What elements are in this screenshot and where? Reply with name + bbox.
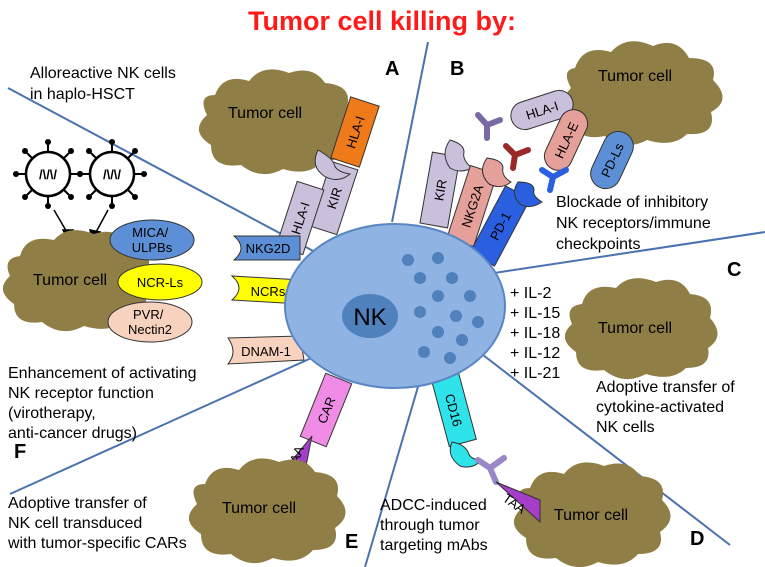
virus-2: /\/\/ bbox=[76, 138, 148, 210]
virus-2-glyph: /\/\/ bbox=[103, 167, 121, 182]
ncr-ls: NCR-Ls bbox=[117, 263, 203, 301]
divider-c-d bbox=[469, 344, 731, 546]
car-receptor: CAR bbox=[299, 372, 353, 448]
tumor-cell-c-label: Tumor cell bbox=[598, 320, 672, 337]
nkg2a-receptor: NKG2A bbox=[446, 164, 498, 248]
panel-b: B Tumor cell HLA-I HLA-E PD-Ls bbox=[419, 41, 723, 267]
tumor-cell-a bbox=[198, 69, 356, 175]
kir-receptor-b: KIR bbox=[419, 151, 461, 229]
svg-text:KIR: KIR bbox=[324, 186, 345, 211]
nkg2d-receptor: NKG2D bbox=[232, 235, 301, 261]
svg-text:NKG2D: NKG2D bbox=[246, 241, 291, 256]
nk-nucleus bbox=[342, 294, 398, 338]
nk-granules bbox=[402, 252, 484, 364]
tumor-cell-b bbox=[563, 41, 723, 146]
divider-a-b bbox=[391, 41, 429, 223]
pd-1-receptor-cup bbox=[514, 181, 543, 208]
tumor-cell-f bbox=[2, 230, 156, 332]
divider-d-e bbox=[364, 379, 421, 567]
panel-d: D CD16 Tumor cell TAA ADCC-induced throu… bbox=[380, 372, 704, 567]
svg-text:MICA/ ULPBs: MICA/ ULPBs bbox=[132, 225, 173, 255]
panel-a-letter: A bbox=[385, 58, 399, 80]
panel-e-caption: Adoptive transfer of NK cell transduced … bbox=[7, 495, 187, 552]
virus-1: /\/\/ bbox=[12, 138, 84, 210]
nk-cell-body bbox=[284, 223, 506, 389]
panel-a-caption: Alloreactive NK cells in haplo-HSCT bbox=[30, 65, 180, 103]
panel-c-caption: Adoptive transfer of cytokine-activated … bbox=[596, 379, 739, 436]
tumor-cell-d-label: Tumor cell bbox=[554, 507, 628, 524]
tumor-cell-d bbox=[514, 462, 671, 567]
panel-c: C + IL-2 + IL-15 + IL-18 + IL-12 + IL-21… bbox=[510, 259, 741, 436]
panel-f: F /\/\/ /\/\/ Tumor cell MICA/ ULPBs bbox=[2, 138, 305, 463]
nk-label: NK bbox=[353, 304, 386, 331]
hla-e: HLA-E bbox=[543, 109, 589, 171]
virus-1-glyph: /\/\/ bbox=[39, 167, 57, 182]
ncrs-receptor: NCRs bbox=[230, 275, 303, 305]
cd16-receptor-cup bbox=[449, 441, 484, 468]
pd-ls: PD-Ls bbox=[590, 130, 634, 190]
nk-cell: NK bbox=[284, 223, 506, 389]
divider-b-c bbox=[447, 231, 765, 281]
page-title: Tumor cell killing by: bbox=[248, 6, 516, 36]
kir-receptor-b-cup bbox=[444, 139, 473, 172]
panel-f-caption: Enhancement of activating NK receptor fu… bbox=[8, 365, 201, 442]
svg-text:NCRs: NCRs bbox=[251, 284, 286, 299]
antibody-blue bbox=[539, 167, 569, 193]
panel-b-letter: B bbox=[450, 58, 464, 80]
antibody-purple bbox=[475, 112, 503, 141]
cd16-receptor: CD16 bbox=[431, 372, 477, 448]
svg-text:PVR/ Nectin2: PVR/ Nectin2 bbox=[128, 307, 172, 337]
panel-c-letter: C bbox=[727, 259, 741, 281]
tumor-cell-c bbox=[564, 278, 718, 380]
panel-f-letter: F bbox=[14, 441, 26, 463]
antibody-red bbox=[503, 143, 531, 171]
tumor-cell-a-label: Tumor cell bbox=[228, 105, 302, 122]
dnam-1-receptor: DNAM-1 bbox=[226, 335, 305, 365]
cytokine-list: + IL-2 + IL-15 + IL-18 + IL-12 + IL-21 bbox=[510, 285, 565, 382]
hla-i-b: HLA-I bbox=[510, 89, 574, 131]
panel-d-letter: D bbox=[690, 528, 704, 550]
svg-text:DNAM-1: DNAM-1 bbox=[241, 344, 291, 359]
panel-e: E CAR TAA Tumor cell Adoptive transfer o… bbox=[7, 372, 358, 564]
tumor-cell-b-label: Tumor cell bbox=[598, 68, 672, 85]
tumor-cell-e-label: Tumor cell bbox=[222, 500, 296, 517]
antibody-adcc bbox=[475, 455, 507, 485]
hla-i-tumor-a: HLA-I bbox=[330, 96, 380, 168]
mica-ulpbs: MICA/ ULPBs bbox=[109, 219, 195, 261]
panel-e-letter: E bbox=[345, 531, 358, 553]
pvr-nectin2: PVR/ Nectin2 bbox=[107, 301, 193, 343]
panel-b-caption: Blockade of inhibitory NK receptors/immu… bbox=[556, 194, 715, 253]
panel-d-caption: ADCC-induced through tumor targeting mAb… bbox=[380, 497, 491, 554]
divider-e-f bbox=[9, 354, 319, 495]
panel-a: A Alloreactive NK cells in haplo-HSCT Tu… bbox=[30, 58, 399, 256]
kir-receptor-a-cup bbox=[314, 149, 352, 180]
svg-text:KIR: KIR bbox=[431, 178, 450, 202]
tumor-cell-e bbox=[188, 458, 346, 564]
svg-text:NCR-Ls: NCR-Ls bbox=[137, 275, 184, 290]
tumor-cell-f-label: Tumor cell bbox=[33, 272, 107, 289]
nkg2a-receptor-cup bbox=[482, 157, 512, 188]
